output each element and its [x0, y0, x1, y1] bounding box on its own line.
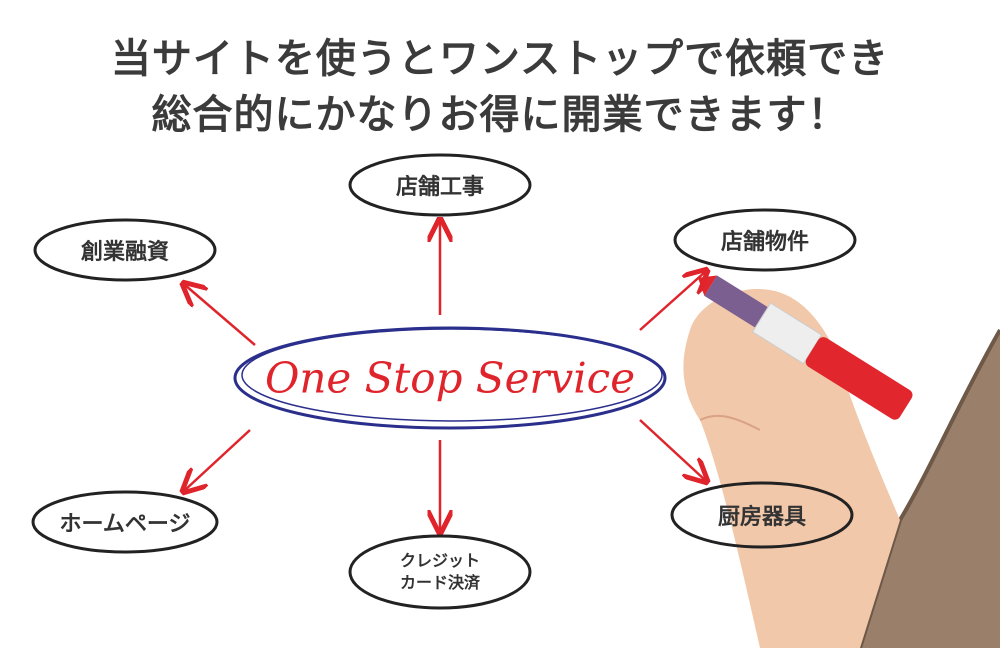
arrow-homepage: [185, 429, 251, 490]
node-construction: 店舗工事: [395, 175, 485, 200]
jacket-sleeve: [860, 330, 1000, 648]
center-label: One Stop Service: [264, 353, 636, 403]
node-property-ring: [673, 208, 857, 272]
node-homepage-ring: [31, 490, 219, 554]
node-construction-ring: [348, 153, 532, 217]
hand: [683, 289, 900, 648]
headline-line-2: 総合的にかなりお得に開業できます！: [151, 92, 849, 138]
arrow-financing: [185, 285, 256, 346]
arrow-kitchen: [639, 419, 705, 480]
arrows: [185, 222, 705, 530]
node-property: 店舗物件: [720, 230, 810, 255]
node-financing: 創業融資: [80, 240, 170, 265]
node-financing-ring: [33, 218, 217, 282]
node-homepage: ホームページ: [59, 512, 191, 537]
headline-line-1: 当サイトを使うとワンストップで依頼でき: [110, 36, 890, 82]
center-ring: [233, 326, 667, 430]
node-payment-line1: クレジット: [399, 551, 481, 570]
node-payment-ring: [348, 534, 532, 610]
node-kitchen: 厨房器具: [717, 505, 807, 530]
node-payment-line2: カード決済: [399, 573, 481, 592]
arrow-property: [639, 272, 705, 331]
node-kitchen-ring: [670, 481, 854, 549]
node-payment: クレジット カード決済: [400, 550, 480, 594]
